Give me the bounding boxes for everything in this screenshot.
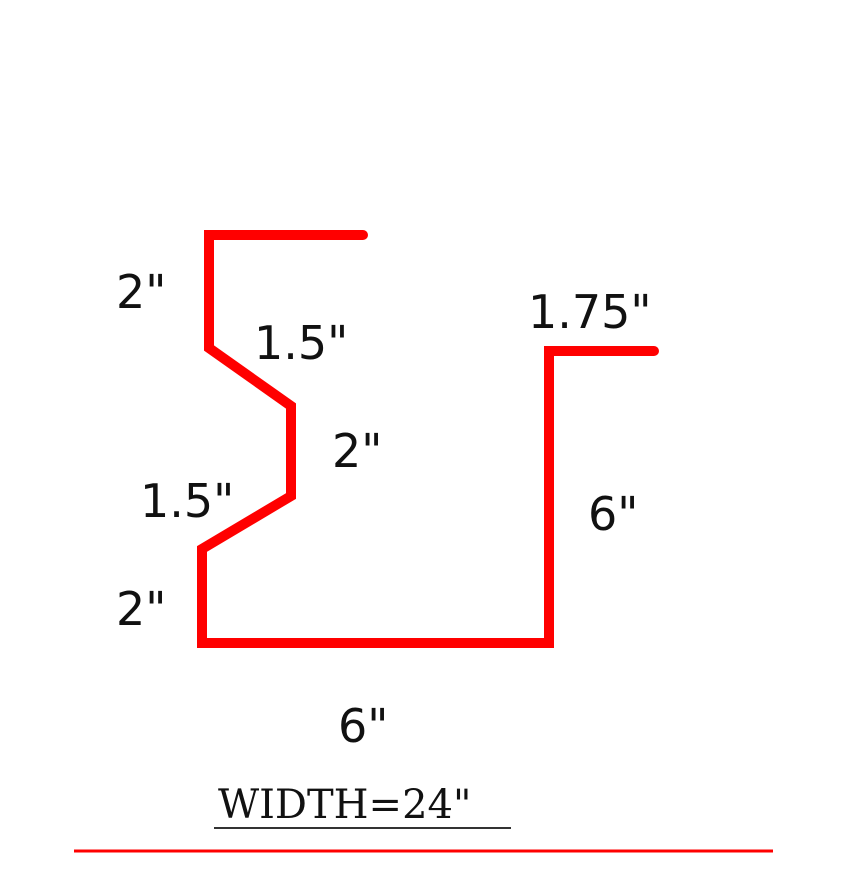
dimension-label-right-wall: 6" [588, 487, 638, 541]
trim-profile-outline [197, 230, 659, 648]
dimension-label-bottom-web: 2" [116, 582, 166, 636]
dimension-label-middle-web: 2" [332, 424, 382, 478]
dimension-label-upper-angle: 1.5" [254, 316, 348, 370]
dimension-label-right-flange: 1.75" [528, 285, 652, 339]
width-caption: WIDTH=24" [218, 782, 471, 828]
dimension-label-lower-angle: 1.5" [140, 474, 234, 528]
dimension-label-bottom: 6" [338, 699, 388, 753]
dimension-label-top-flange: 2" [116, 265, 166, 319]
